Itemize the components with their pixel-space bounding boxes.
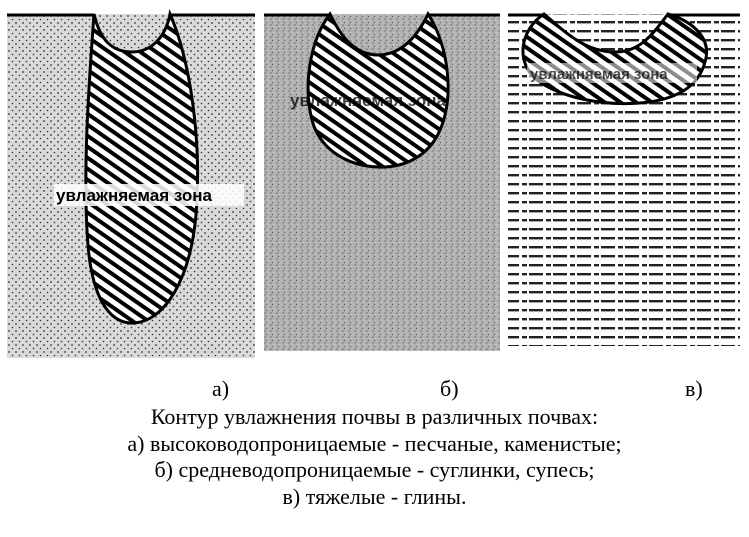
panel-a-zone-label-bg — [54, 184, 244, 206]
panel-b-label: б) — [440, 376, 459, 401]
panel-c: увлажняемая зона — [508, 12, 740, 346]
panel-b: увлажняемая зона — [264, 10, 500, 351]
panel-c-zone-label-bg — [527, 63, 697, 83]
caption-title: Контур увлажнения почвы в различных почв… — [150, 404, 599, 429]
panel-a-zone-label: увлажняемая зона — [56, 186, 213, 205]
panel-c-zone-label: увлажняемая зона — [530, 66, 668, 83]
caption-line-a: а) высоководопроницаемые - песчаные, кам… — [127, 430, 622, 456]
panel-c-label: в) — [685, 376, 703, 401]
figure-caption: Контур увлажнения почвы в различных почв… — [0, 404, 749, 510]
caption-line-b: б) средневодопроницаемые - суглинки, суп… — [154, 457, 595, 482]
panel-a: увлажняемая зона — [7, 8, 255, 358]
panel-b-wet-zone — [306, 10, 450, 169]
panel-a-wet-zone — [84, 8, 200, 325]
caption-line-c: в) тяжелые - глины. — [282, 483, 467, 509]
panel-b-zone-label: увлажняемая зона — [290, 91, 447, 110]
panel-a-label: а) — [212, 376, 230, 401]
